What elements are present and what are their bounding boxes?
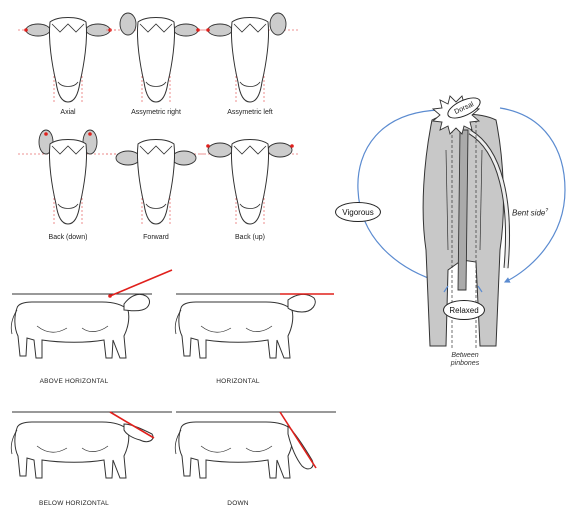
neck-figure-below-horizontal — [11, 412, 172, 478]
ear-caption-forward: Forward — [143, 234, 169, 241]
neck-caption-below-horizontal: BELOW HORIZONTAL — [39, 500, 109, 507]
ear-caption-back-up: Back (up) — [235, 234, 265, 241]
ear-figure-back-up — [200, 140, 300, 225]
ear-caption-back-down: Back (down) — [49, 234, 88, 241]
ear-caption-axial: Axial — [60, 109, 75, 116]
tail-label-bent-side: Bent side? — [512, 208, 548, 218]
ear-figure-axial — [18, 18, 118, 103]
tail-label-vigorous: Vigorous — [335, 202, 381, 222]
neck-figure-above-horizontal — [11, 270, 172, 358]
neck-figure-horizontal — [175, 294, 334, 358]
neck-figure-down — [175, 412, 336, 478]
ear-figure-back-down — [18, 130, 118, 224]
neck-caption-above-horizontal: ABOVE HORIZONTAL — [40, 378, 109, 385]
tail-footnote-line-2: pinbones — [440, 360, 490, 368]
ear-figure-forward — [106, 140, 206, 225]
tail-label-relaxed: Relaxed — [443, 300, 485, 320]
ear-figure-asymmetric-left — [200, 13, 300, 102]
neck-caption-horizontal: HORIZONTAL — [216, 378, 259, 385]
ear-caption-asymmetric-right: Assymetric right — [131, 109, 181, 116]
ear-caption-asymmetric-left: Assymetric left — [227, 109, 273, 116]
neck-caption-down: DOWN — [227, 500, 248, 507]
ear-figure-asymmetric-right — [106, 13, 206, 102]
tail-footnote-line-1: Between — [440, 352, 490, 360]
tail-footnote: Between pinbones — [440, 352, 490, 368]
